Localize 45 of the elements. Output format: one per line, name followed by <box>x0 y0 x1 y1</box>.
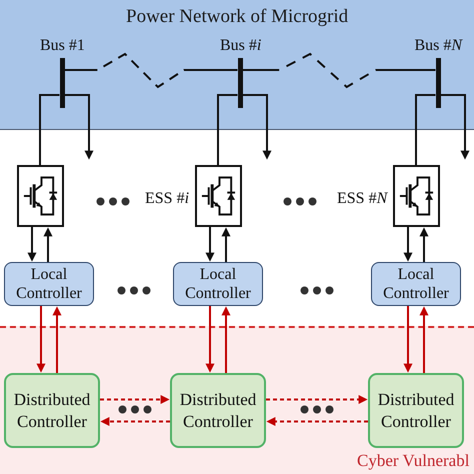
arrow <box>420 306 428 373</box>
converter-box <box>194 165 242 227</box>
local-controller-box: Local Controller <box>173 262 263 306</box>
bus-label: Bus #1 <box>40 37 85 56</box>
cyber-layer-band <box>0 326 474 474</box>
load-arrow <box>440 94 470 160</box>
power-line <box>415 94 436 165</box>
arrow <box>404 306 412 373</box>
bus-bar <box>60 58 64 108</box>
arrow <box>404 227 412 262</box>
arrow <box>52 306 62 373</box>
bus-bar <box>238 58 242 108</box>
bus-bar <box>436 58 440 108</box>
power-line <box>217 94 238 165</box>
converter-box <box>392 165 440 227</box>
distributed-controller-box: Distributed Controller <box>368 373 464 448</box>
arrow <box>28 227 36 262</box>
power-line <box>64 52 238 88</box>
arrow <box>206 227 214 262</box>
power-line <box>39 94 60 165</box>
converter-label: ESS #N <box>337 190 388 208</box>
bus-label: Bus #N <box>414 37 462 56</box>
power-network-band <box>0 0 474 130</box>
power-line <box>242 52 436 88</box>
dotted-arrow <box>100 395 170 404</box>
converter-label: ESS #i <box>145 190 190 208</box>
distributed-controller-box: Distributed Controller <box>170 373 266 448</box>
converter-box <box>16 165 64 227</box>
arrow <box>420 227 428 262</box>
dotted-arrow <box>100 417 170 426</box>
load-arrow <box>64 94 94 160</box>
dotted-arrow <box>266 417 368 426</box>
arrow <box>44 227 52 262</box>
arrow <box>222 227 230 262</box>
arrow <box>222 306 230 373</box>
local-controller-box: Local Controller <box>371 262 461 306</box>
dotted-arrow <box>266 395 368 404</box>
local-controller-box: Local Controller <box>4 262 94 306</box>
arrow <box>36 306 46 373</box>
bus-label: Bus #i <box>220 37 262 56</box>
band-title: Power Network of Microgrid <box>126 6 348 28</box>
band-title: Cyber Vulnerabl <box>357 451 470 471</box>
distributed-controller-box: Distributed Controller <box>4 373 100 448</box>
arrow <box>206 306 214 373</box>
load-arrow <box>242 94 272 160</box>
